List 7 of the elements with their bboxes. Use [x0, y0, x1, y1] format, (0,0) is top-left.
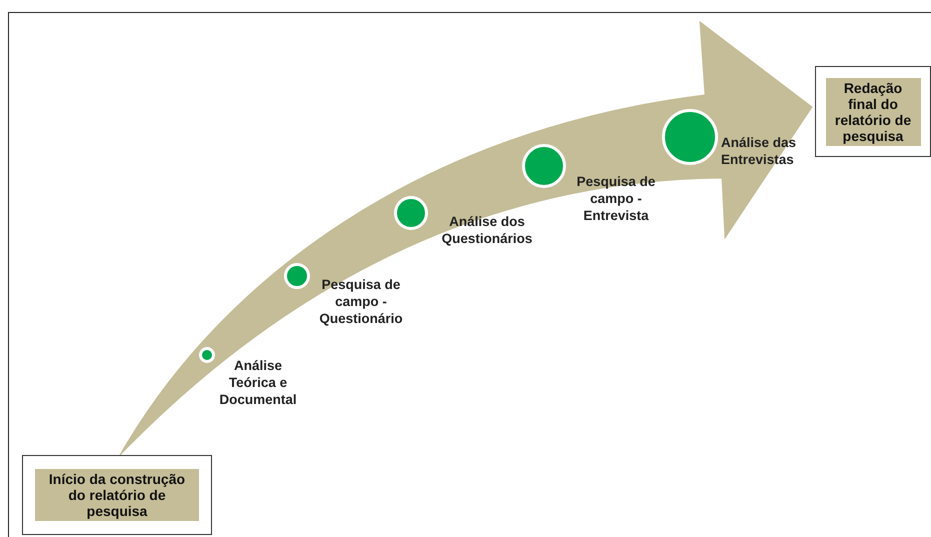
step-label: Análise Teórica e Documental — [218, 357, 298, 408]
step-label: Análise dos Questionários — [440, 213, 534, 247]
highlighted-text: Início da construção do relatório de pesquisa — [35, 469, 199, 521]
step-label: Pesquisa de campo - Questionário — [318, 276, 404, 327]
text-box — [815, 66, 931, 157]
text-box — [22, 455, 212, 535]
highlighted-text: Redação final do relatório de pesquisa — [826, 78, 920, 146]
